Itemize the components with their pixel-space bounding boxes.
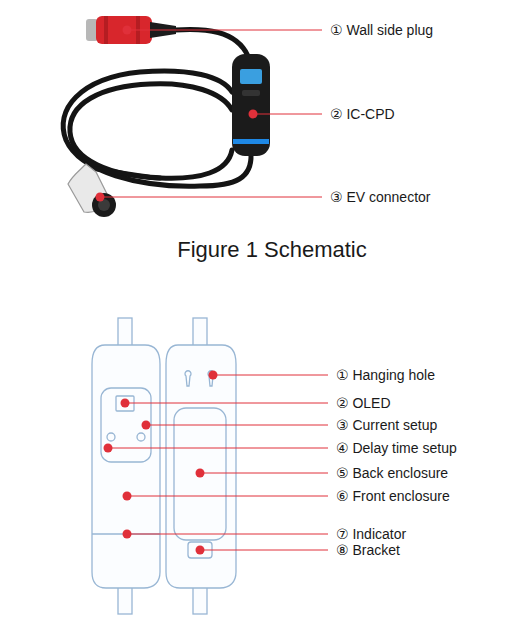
front-view xyxy=(92,318,160,614)
figure-caption: Figure 1 Schematic xyxy=(177,236,367,264)
leader-line xyxy=(100,30,322,197)
part-label: ① Hanging hole xyxy=(336,366,435,384)
part-label: ⑦ Indicator xyxy=(336,525,406,543)
part-label: ② IC-CPD xyxy=(330,105,395,123)
part-label: ⑤ Back enclosure xyxy=(336,464,448,482)
part-label: ① Wall side plug xyxy=(330,21,433,39)
part-label: ② OLED xyxy=(336,394,391,412)
leader-line xyxy=(108,375,328,550)
ic-cpd-box xyxy=(232,54,270,156)
ev-connector xyxy=(68,164,116,217)
callout-dot xyxy=(104,371,218,555)
part-label: ⑥ Front enclosure xyxy=(336,487,450,505)
back-view xyxy=(166,318,236,614)
cable-coil xyxy=(63,29,251,186)
part-label: ⑧ Bracket xyxy=(336,541,400,559)
part-label: ④ Delay time setup xyxy=(336,439,457,457)
part-label: ③ EV connector xyxy=(330,188,431,206)
callout-dot xyxy=(96,26,258,202)
part-label: ③ Current setup xyxy=(336,416,437,434)
